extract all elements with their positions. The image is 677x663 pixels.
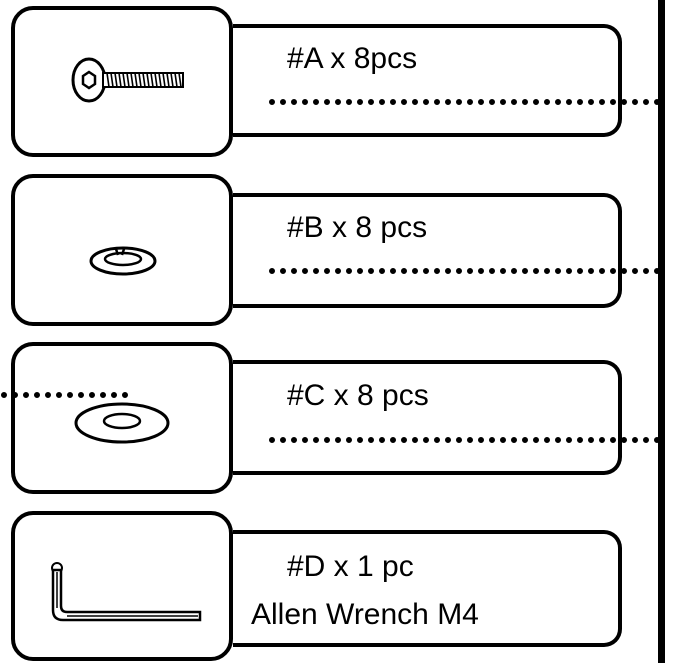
part-a-icon-box (11, 6, 233, 157)
dotted-leader-line (269, 437, 667, 443)
part-b-label: #B x 8 pcs (287, 211, 428, 244)
dotted-leader-line (1, 392, 135, 398)
vertical-border-line (658, 0, 665, 663)
flat-washer-icon (74, 402, 170, 444)
part-b-icon-box (11, 174, 233, 326)
split-washer-icon (89, 246, 157, 276)
part-d-icon-box (11, 511, 233, 661)
part-d-label: #D x 1 pc (287, 550, 414, 583)
part-a-label: #A x 8pcs (287, 42, 418, 75)
part-c-icon-box (11, 342, 233, 494)
part-c-label: #C x 8 pcs (287, 379, 429, 412)
dotted-leader-line (269, 99, 667, 105)
part-c-label-box (233, 360, 622, 475)
screw-icon (71, 57, 184, 103)
part-d-sublabel: Allen Wrench M4 (251, 598, 479, 631)
allen-wrench-icon (51, 562, 202, 622)
part-a-label-box (233, 24, 622, 137)
part-d-label-box (233, 530, 622, 647)
part-b-label-box (233, 193, 622, 308)
dotted-leader-line (269, 268, 667, 274)
